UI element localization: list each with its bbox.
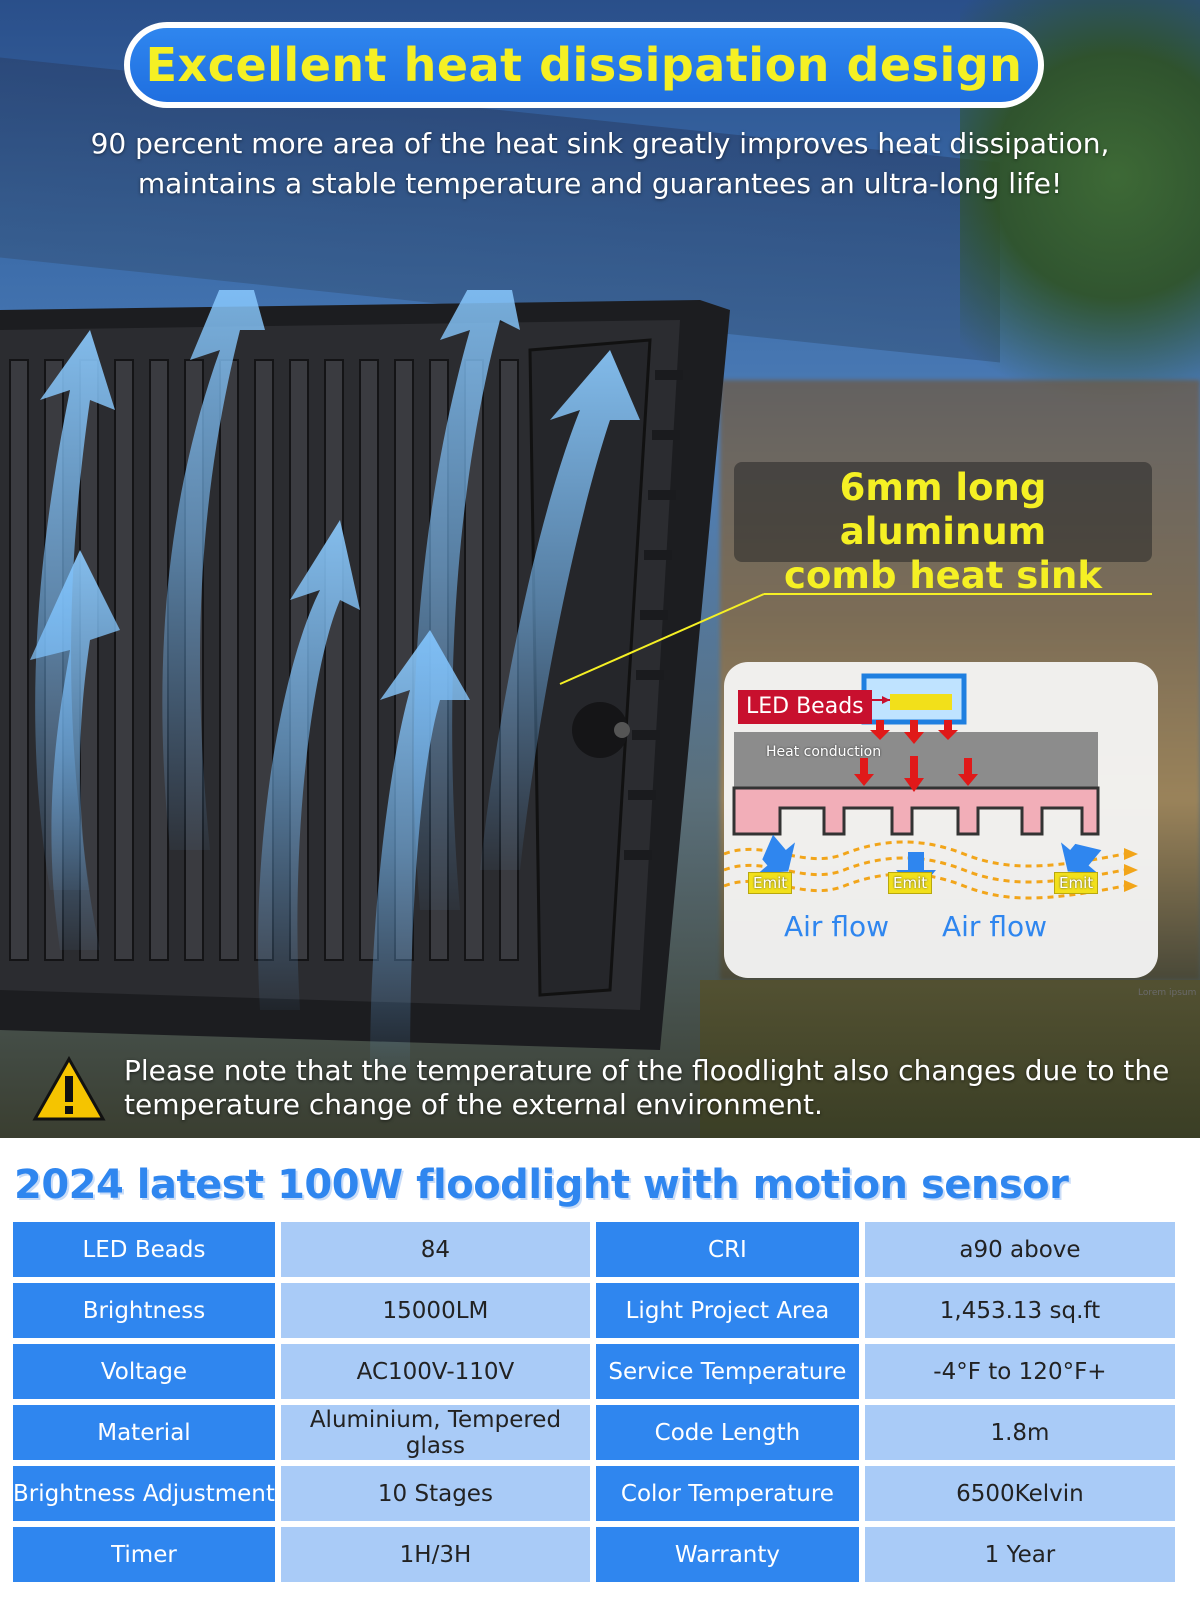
table-row: LED Beads 84 CRI a90 above (13, 1222, 1175, 1277)
spec-value: 1 Year (864, 1527, 1175, 1582)
spec-key: Warranty (595, 1527, 859, 1582)
spec-value: 15000LM (280, 1283, 590, 1338)
table-row: Brightness 15000LM Light Project Area 1,… (13, 1283, 1175, 1338)
floodlight-heat-sink-image (0, 290, 730, 1070)
spec-section-title: 2024 latest 100W floodlight with motion … (14, 1162, 1069, 1208)
spec-value: 10 Stages (280, 1466, 590, 1521)
spec-value: 1.8m (864, 1405, 1175, 1460)
led-beads-label: LED Beads (738, 690, 872, 724)
headline-text: Excellent heat dissipation design (145, 38, 1023, 92)
air-flow-label-left: Air flow (784, 910, 890, 943)
heat-conduction-graphic (724, 673, 1138, 900)
headline-banner: Excellent heat dissipation design (124, 22, 1044, 108)
background-lawn (700, 980, 1200, 1138)
emit-label-left: Emit (748, 872, 793, 894)
callout-line-1: 6mm long aluminum (839, 466, 1047, 553)
spec-value: 1H/3H (280, 1527, 590, 1582)
spec-key: Brightness (13, 1283, 275, 1338)
heat-sink-callout: 6mm long aluminum comb heat sink (734, 462, 1152, 597)
callout-leader-line (559, 593, 1152, 685)
spec-key: Brightness Adjustment (13, 1466, 275, 1521)
spec-key: LED Beads (13, 1222, 275, 1277)
spec-key: Voltage (13, 1344, 275, 1399)
table-row: Material Aluminium, Tempered glass Code … (13, 1405, 1175, 1460)
description-line-2: maintains a stable temperature and guara… (137, 167, 1063, 200)
hero-banner: Excellent heat dissipation design 90 per… (0, 0, 1200, 1138)
spec-key: Service Temperature (595, 1344, 859, 1399)
spec-value: a90 above (864, 1222, 1175, 1277)
spec-value: 84 (280, 1222, 590, 1277)
spec-key: Light Project Area (595, 1283, 859, 1338)
callout-line-2: comb heat sink (784, 554, 1102, 597)
spec-value: 6500Kelvin (864, 1466, 1175, 1521)
spec-value: Aluminium, Tempered glass (280, 1405, 590, 1460)
emit-label-center: Emit (888, 872, 933, 894)
notice-line-2: temperature change of the external envir… (124, 1088, 823, 1121)
headline-description: 90 percent more area of the heat sink gr… (40, 124, 1160, 204)
table-row: Voltage AC100V-110V Service Temperature … (13, 1344, 1175, 1399)
heat-conduction-label: Heat conduction (766, 744, 882, 760)
spec-key: Code Length (595, 1405, 859, 1460)
air-flow-label-right: Air flow (942, 910, 1048, 943)
table-row: Timer 1H/3H Warranty 1 Year (13, 1527, 1175, 1582)
table-row: Brightness Adjustment 10 Stages Color Te… (13, 1466, 1175, 1521)
spec-value: 1,453.13 sq.ft (864, 1283, 1175, 1338)
spec-value: -4°F to 120°F+ (864, 1344, 1175, 1399)
emit-label-right: Emit (1054, 872, 1099, 894)
spec-key: CRI (595, 1222, 859, 1277)
warning-triangle-icon (32, 1056, 106, 1121)
temperature-notice: Please note that the temperature of the … (124, 1054, 1184, 1122)
spec-key: Timer (13, 1527, 275, 1582)
description-line-1: 90 percent more area of the heat sink gr… (90, 127, 1110, 160)
spec-key: Material (13, 1405, 275, 1460)
notice-line-1: Please note that the temperature of the … (124, 1054, 1170, 1087)
spec-value: AC100V-110V (280, 1344, 590, 1399)
spec-table: LED Beads 84 CRI a90 above Brightness 15… (7, 1216, 1181, 1588)
watermark-text: Lorem ipsum (1138, 988, 1197, 998)
heat-conduction-diagram: LED Beads Heat conduction Emit Emit Emit… (724, 662, 1158, 978)
spec-key: Color Temperature (595, 1466, 859, 1521)
